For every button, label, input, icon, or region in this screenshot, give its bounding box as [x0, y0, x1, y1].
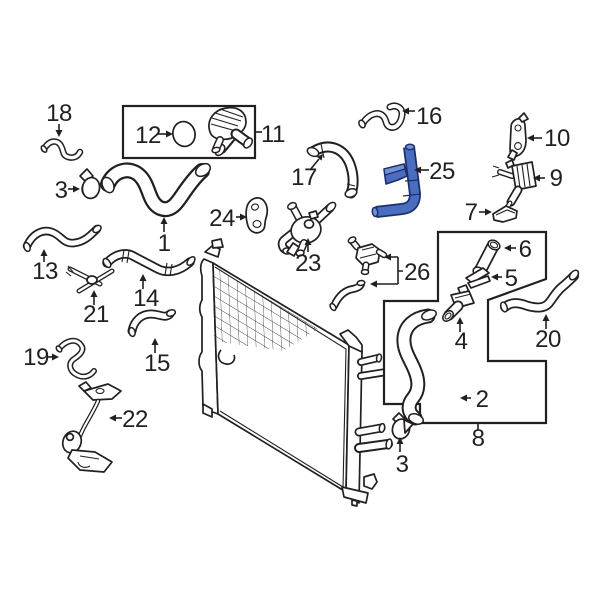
callout-2[interactable]: 2	[460, 386, 489, 413]
part-16-hose	[358, 102, 406, 131]
callout-5-label[interactable]: 5	[505, 265, 519, 292]
callout-4[interactable]: 4	[455, 317, 468, 355]
callout-26[interactable]: 26	[370, 253, 430, 288]
part-14-hose	[102, 249, 196, 277]
part-11-water-inlet	[208, 106, 254, 157]
part-26-hose	[329, 279, 366, 312]
callout-22-label[interactable]: 22	[122, 406, 148, 433]
callout-18-label[interactable]: 18	[46, 100, 72, 127]
callout-25[interactable]: 25	[414, 158, 455, 185]
part-19-hose	[55, 337, 97, 380]
radiator-art	[198, 238, 393, 507]
callout-10[interactable]: 10	[527, 125, 570, 152]
callout-10-label[interactable]: 10	[544, 125, 570, 152]
callout-19-label[interactable]: 19	[23, 344, 49, 371]
callout-19[interactable]: 19	[23, 344, 59, 371]
callout-22[interactable]: 22	[109, 406, 148, 433]
callout-21-label[interactable]: 21	[83, 301, 109, 328]
callout-26-label[interactable]: 26	[404, 259, 430, 286]
callout-18[interactable]: 18	[46, 100, 72, 137]
part-4-fitting	[442, 284, 475, 322]
callout-15[interactable]: 15	[144, 338, 170, 377]
callout-3-top[interactable]: 3	[55, 177, 80, 204]
callout-8-label[interactable]: 8	[472, 425, 486, 452]
callout-13-label[interactable]: 13	[32, 258, 58, 285]
callout-4-label[interactable]: 4	[455, 328, 469, 355]
part-1-hose	[100, 162, 212, 218]
thermostat-box-art	[121, 104, 257, 160]
part-21-bracket	[65, 265, 115, 294]
callout-14-label[interactable]: 14	[133, 285, 159, 312]
callout-20-label[interactable]: 20	[535, 326, 561, 353]
callout-15-label[interactable]: 15	[144, 350, 170, 377]
part-3-clamp-top	[79, 168, 101, 200]
part-25-bypass-pipe-highlighted[interactable]	[371, 143, 421, 218]
callout-21[interactable]: 21	[83, 290, 109, 328]
callout-16-label[interactable]: 16	[416, 103, 442, 130]
callout-24[interactable]: 24	[209, 205, 247, 232]
callout-23-label[interactable]: 23	[295, 250, 321, 277]
callout-3-top-label[interactable]: 3	[55, 177, 69, 204]
callout-9[interactable]: 9	[533, 165, 563, 192]
callout-5[interactable]: 5	[491, 265, 518, 292]
callout-11-label[interactable]: 11	[261, 121, 286, 148]
callout-13[interactable]: 13	[32, 249, 58, 285]
callout-16[interactable]: 16	[402, 103, 442, 130]
part-10-gasket	[507, 112, 529, 161]
part-7-clip	[492, 205, 518, 223]
callout-1-label[interactable]: 1	[158, 230, 172, 257]
part-24-gasket	[245, 197, 269, 234]
part-15-hose	[127, 309, 177, 338]
part-2-hose	[396, 308, 437, 426]
callout-20[interactable]: 20	[535, 314, 561, 353]
callout-9-label[interactable]: 9	[550, 165, 564, 192]
callout-25-label[interactable]: 25	[429, 158, 455, 185]
callout-1[interactable]: 1	[158, 217, 171, 257]
callout-6[interactable]: 6	[504, 236, 532, 263]
callout-11[interactable]: 11	[255, 121, 286, 148]
callout-3-bottom[interactable]: 3	[396, 437, 409, 478]
callout-24-label[interactable]: 24	[209, 205, 235, 232]
part-3-clamp-bottom	[391, 412, 414, 440]
callout-12-label[interactable]: 12	[135, 122, 161, 149]
callout-14[interactable]: 14	[133, 274, 159, 312]
callout-23[interactable]: 23	[295, 238, 321, 277]
part-23-outlet-housing	[277, 201, 337, 257]
callout-17-label[interactable]: 17	[291, 164, 317, 191]
part-9-valve	[491, 159, 537, 215]
part-12-oring	[172, 120, 196, 148]
callout-7[interactable]: 7	[465, 199, 492, 226]
part-17-hose	[306, 141, 359, 199]
hose-group-box-art	[382, 230, 548, 425]
part-22-bracket	[61, 381, 122, 473]
callout-3-bottom-label[interactable]: 3	[396, 451, 410, 478]
callout-8[interactable]: 8	[472, 423, 485, 452]
part-5-clamp	[465, 267, 491, 289]
part-20-hose	[499, 269, 580, 313]
callout-2-label[interactable]: 2	[476, 386, 490, 413]
callout-6-label[interactable]: 6	[519, 236, 533, 263]
callout-12[interactable]: 12	[135, 122, 173, 149]
callout-7-label[interactable]: 7	[465, 199, 479, 226]
part-13-hose	[22, 224, 102, 253]
callout-17[interactable]: 17	[291, 154, 323, 191]
part-18-hose	[40, 138, 84, 161]
part-26-joint	[347, 236, 388, 276]
